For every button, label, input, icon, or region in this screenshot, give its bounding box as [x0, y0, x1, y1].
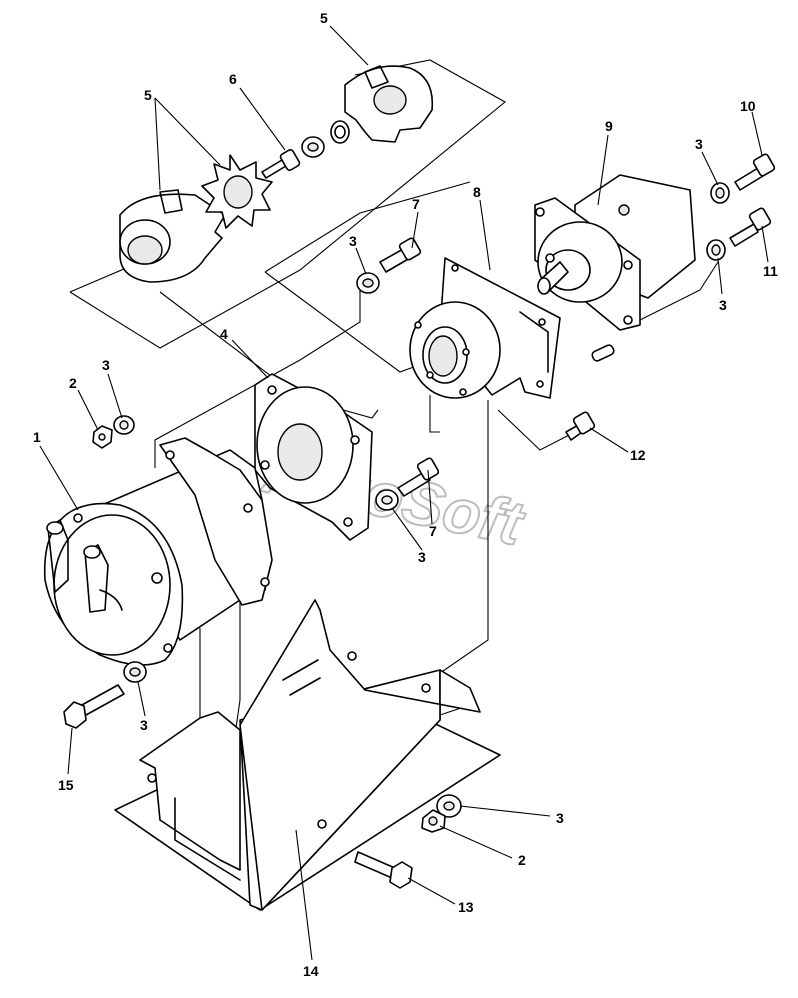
callout-5: 5	[144, 87, 152, 103]
callout-15: 15	[58, 777, 74, 793]
callout-3: 3	[102, 357, 110, 373]
mounting-bracket-14	[114, 599, 501, 911]
callout-3: 3	[418, 549, 426, 565]
callout-3: 3	[349, 233, 357, 249]
callout-7: 7	[412, 196, 420, 212]
coupling-hub-upper	[344, 65, 434, 143]
callout-5: 5	[320, 10, 328, 26]
bolts-10-11-pump	[706, 153, 776, 261]
callout-7: 7	[429, 523, 437, 539]
shaft-key	[591, 344, 615, 362]
bracket-nut-and-washer	[421, 794, 462, 833]
adapter-flange-8	[409, 257, 561, 399]
callout-2: 2	[518, 852, 526, 868]
bolt-12	[565, 411, 596, 441]
callout-3: 3	[556, 810, 564, 826]
callout-13: 13	[458, 899, 474, 915]
callout-6: 6	[229, 71, 237, 87]
coupling-spider-element	[201, 154, 273, 229]
callout-4: 4	[220, 326, 228, 342]
adapter-plate-4	[254, 373, 373, 541]
bolt-15	[63, 661, 147, 729]
electric-motor-1	[43, 437, 273, 666]
callout-1: 1	[33, 429, 41, 445]
callout-3: 3	[695, 136, 703, 152]
motor-nut-and-washer	[92, 415, 135, 449]
callout-3: 3	[719, 297, 727, 313]
bolt-13	[354, 851, 413, 889]
callout-9: 9	[605, 118, 613, 134]
callout-2: 2	[69, 375, 77, 391]
callout-3: 3	[140, 717, 148, 733]
hydraulic-pump-9	[534, 174, 696, 331]
set-screw-and-nuts	[261, 120, 350, 179]
callout-11: 11	[763, 263, 778, 279]
coupling-hub-lower	[119, 189, 226, 283]
callout-leader-lines	[39, 25, 769, 961]
callout-labels: 5 5 6 9 10 3 8 7 3 11 3 4 3 2 1 12 7 3 3…	[33, 10, 778, 979]
callout-12: 12	[630, 447, 646, 463]
callout-10: 10	[740, 98, 756, 114]
callout-8: 8	[473, 184, 481, 200]
bolt-7-lower	[375, 457, 440, 511]
callout-14: 14	[303, 963, 319, 979]
bolt-7-upper	[356, 237, 422, 294]
